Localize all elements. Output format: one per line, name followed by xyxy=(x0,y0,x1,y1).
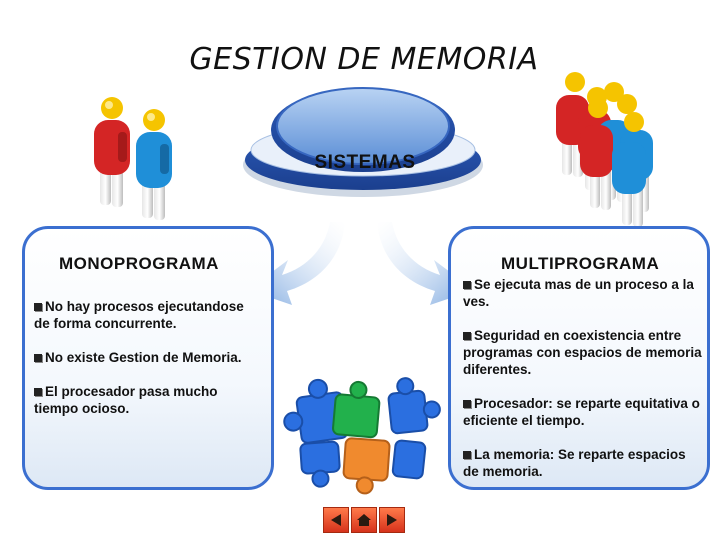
list-item: El procesador pasa mucho tiempo ocioso. xyxy=(34,384,218,416)
list-item: Seguridad en coexistencia entre programa… xyxy=(463,328,702,377)
multiprograma-title: MULTIPROGRAMA xyxy=(501,254,660,273)
square-bullet-icon xyxy=(34,303,42,311)
slide-navigation xyxy=(323,507,405,533)
list-item: Procesador: se reparte equitativa o efic… xyxy=(463,396,700,428)
person-blue-left xyxy=(136,109,172,220)
list-item: No existe Gestion de Memoria. xyxy=(34,349,256,366)
monoprograma-panel: MONOPROGRAMA No hay procesos ejecutandos… xyxy=(22,226,274,490)
monoprograma-bullets: No hay procesos ejecutandose de forma co… xyxy=(34,298,256,417)
person-red-left xyxy=(94,97,130,207)
triangle-right-icon xyxy=(387,514,397,526)
slide-title: GESTION DE MEMORIA xyxy=(189,42,539,77)
multiprograma-panel: MULTIPROGRAMA Se ejecuta mas de un proce… xyxy=(448,226,710,490)
list-item: La memoria: Se reparte espacios de memor… xyxy=(463,447,686,479)
triangle-left-icon xyxy=(331,514,341,526)
list-item: No hay procesos ejecutandose de forma co… xyxy=(34,299,244,331)
square-bullet-icon xyxy=(34,354,42,362)
puzzle-pieces xyxy=(283,377,441,495)
monoprograma-title: MONOPROGRAMA xyxy=(59,254,219,273)
square-bullet-icon xyxy=(463,332,471,340)
crowd-right xyxy=(556,72,653,227)
sistemas-label: SISTEMAS xyxy=(314,152,416,173)
square-bullet-icon xyxy=(463,281,471,289)
sistemas-platform xyxy=(243,87,483,197)
next-slide-button[interactable] xyxy=(379,507,405,533)
square-bullet-icon xyxy=(34,388,42,396)
multiprograma-bullets: Se ejecuta mas de un proceso a la ves. S… xyxy=(463,276,703,480)
square-bullet-icon xyxy=(463,451,471,459)
square-bullet-icon xyxy=(463,400,471,408)
home-icon xyxy=(357,514,371,526)
list-item: Se ejecuta mas de un proceso a la ves. xyxy=(463,277,694,309)
home-button[interactable] xyxy=(351,507,377,533)
previous-slide-button[interactable] xyxy=(323,507,349,533)
